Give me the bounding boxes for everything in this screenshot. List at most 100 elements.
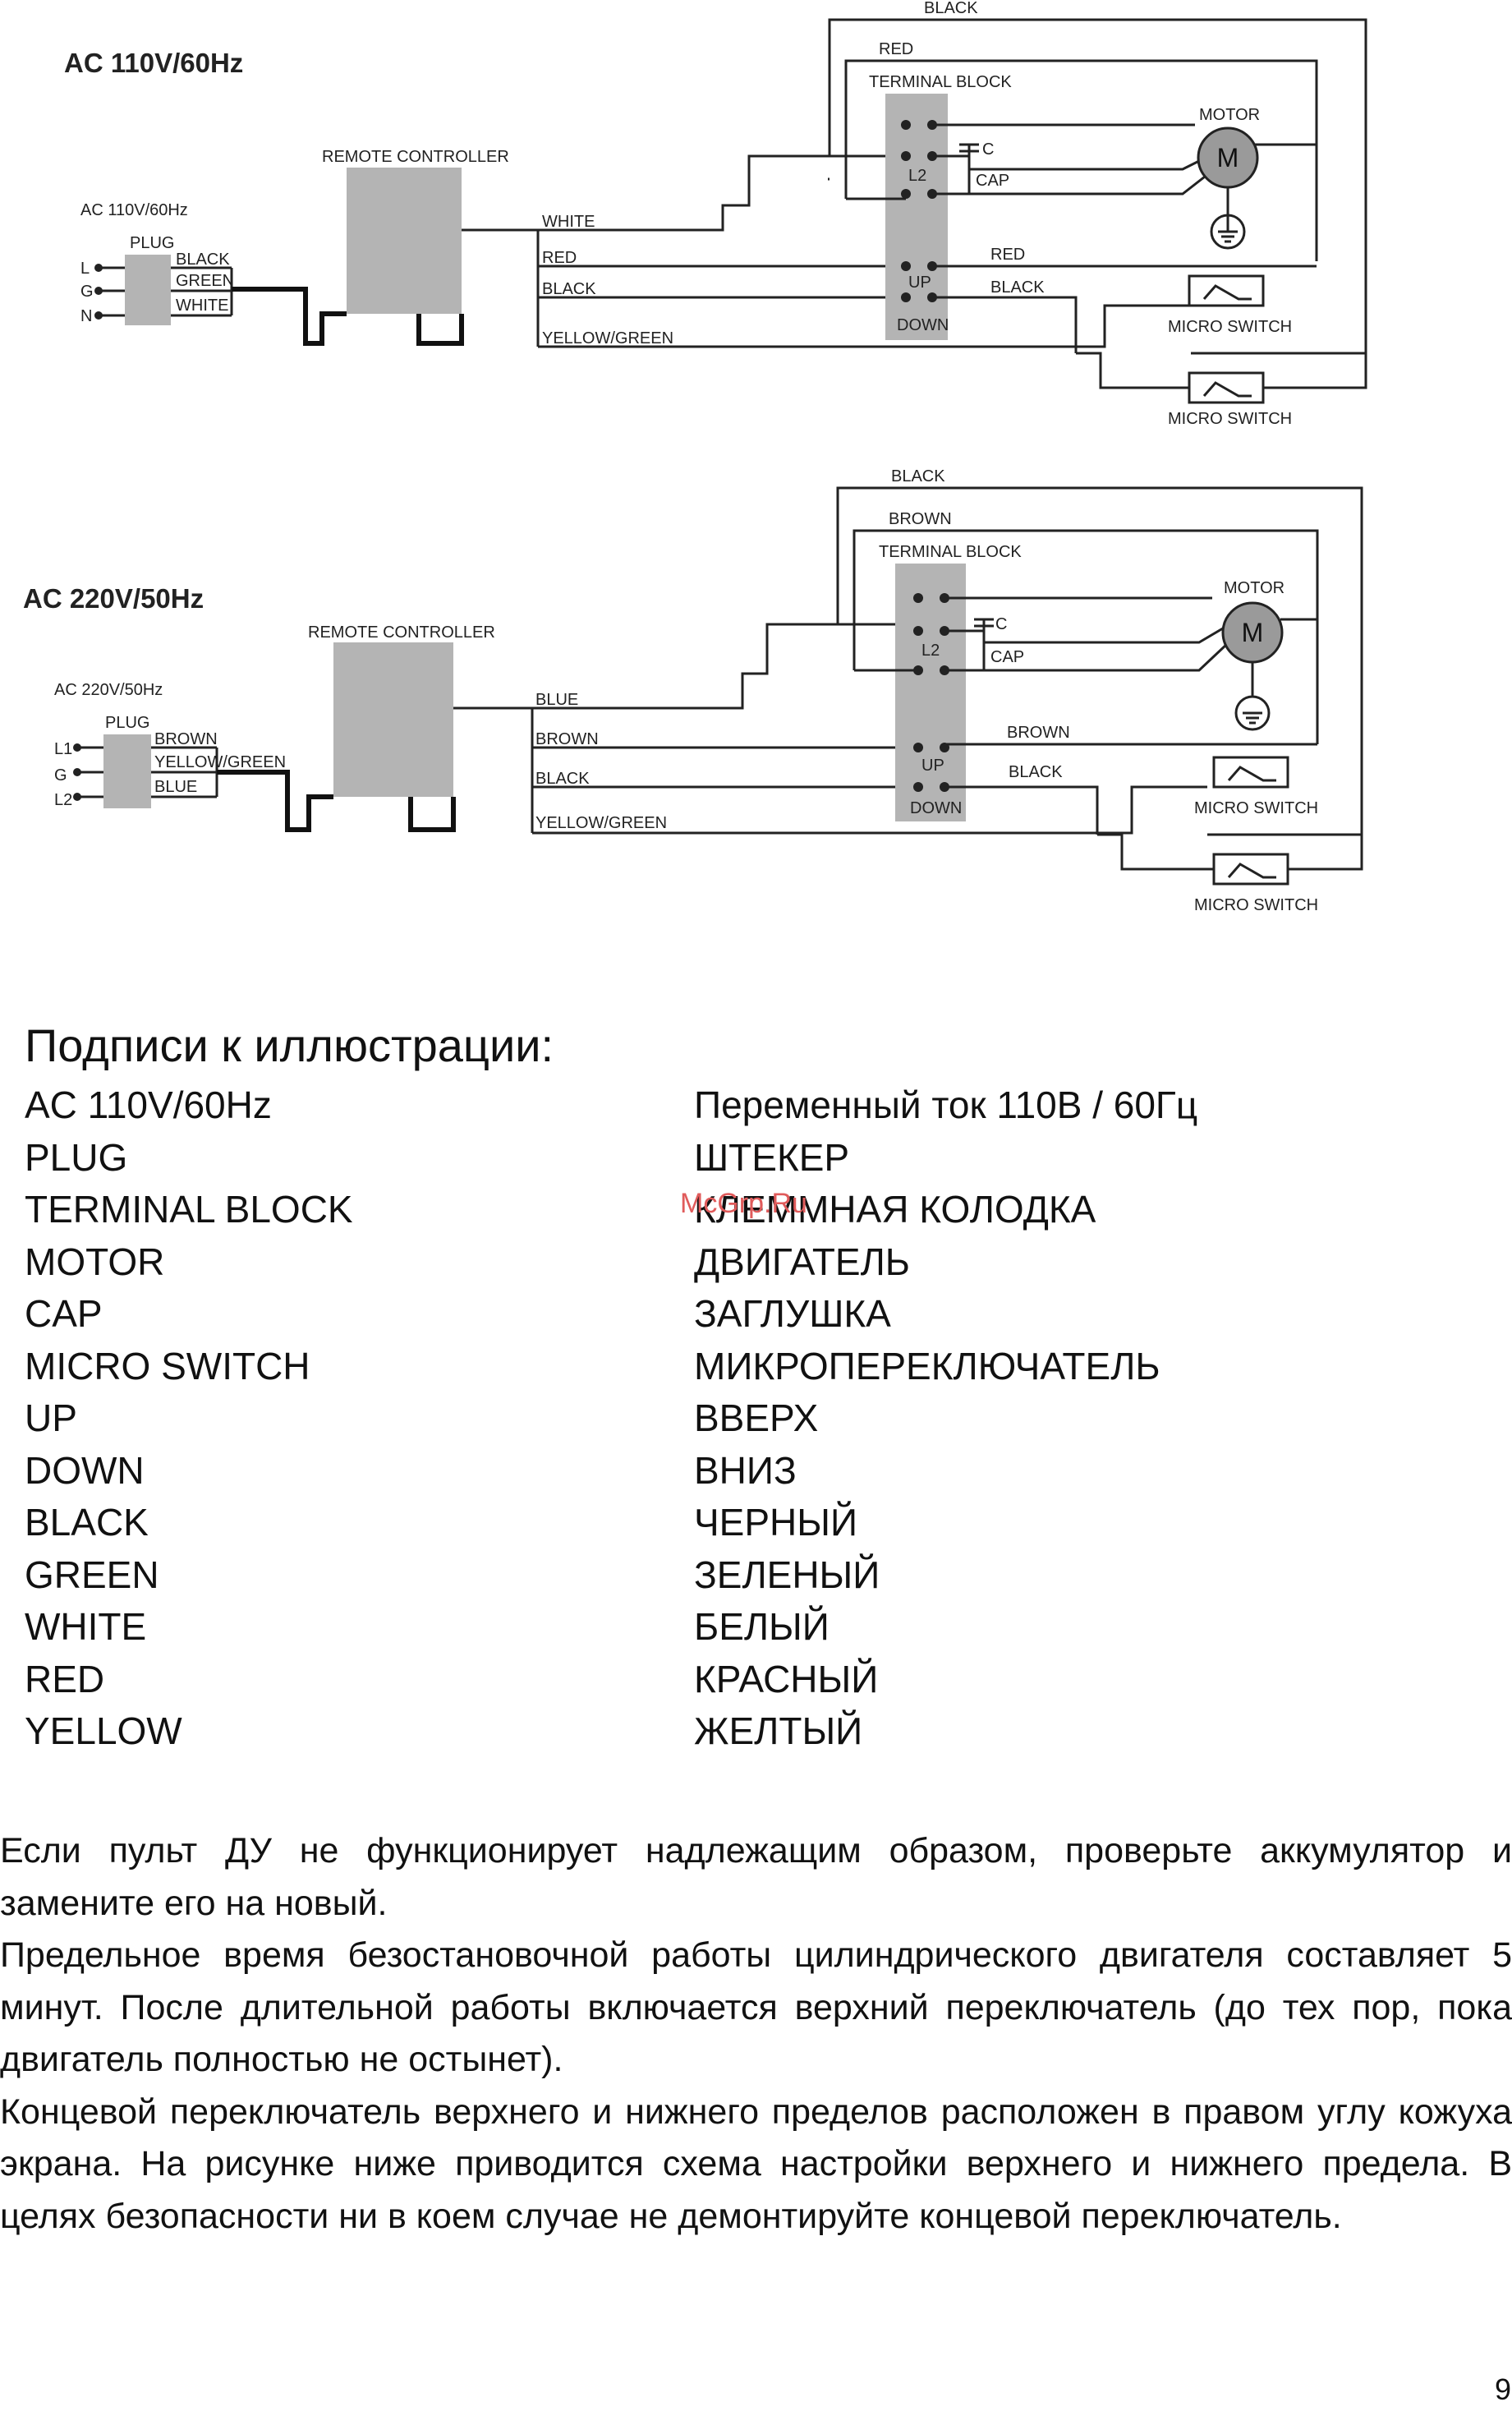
paragraph: Предельное время безостановочной работы … <box>0 1935 1512 2079</box>
legend-row: DOWN ВНИЗ <box>25 1448 1487 1501</box>
legend-en: YELLOW <box>25 1709 182 1752</box>
legend-row: MICRO SWITCH МИКРОПЕРЕКЛЮЧАТЕЛЬ <box>25 1344 1487 1396</box>
diagram-title: AC 110V/60Hz <box>64 48 243 78</box>
plug-caption: AC 220V/50Hz <box>54 681 163 699</box>
pin-label: G <box>80 283 94 301</box>
pin-label: L2 <box>54 791 72 809</box>
right-wire-label: BLACK <box>1009 763 1063 781</box>
l2-label: L2 <box>908 167 926 185</box>
terminal-block <box>885 94 948 340</box>
legend-en: TERMINAL BLOCK <box>25 1188 353 1231</box>
page-number: 9 <box>1495 2372 1512 2406</box>
legend-ru: ДВИГАТЕЛЬ <box>694 1240 910 1283</box>
micro-switch-label: MICRO SWITCH <box>1194 896 1318 914</box>
legend-ru: ЗЕЛЕНЫЙ <box>694 1553 880 1596</box>
rc-wire-label: RED <box>542 249 577 267</box>
rc-wire-label: BLACK <box>535 770 590 788</box>
l2-label: L2 <box>921 642 940 660</box>
legend-ru: МИКРОПЕРЕКЛЮЧАТЕЛЬ <box>694 1344 1160 1387</box>
instructions-text: Если пульт ДУ не функционирует надлежащи… <box>0 1825 1512 2243</box>
rc-wire-label: YELLOW/GREEN <box>542 329 673 347</box>
pin-label: N <box>80 307 92 325</box>
plug-wire-label: BLACK <box>176 251 230 269</box>
legend-en: MOTOR <box>25 1240 165 1283</box>
right-wire-label: RED <box>990 246 1025 264</box>
micro-switch-1 <box>1212 756 1289 789</box>
legend-en: WHITE <box>25 1605 147 1648</box>
pin-label: L1 <box>54 740 72 758</box>
plug-caption: AC 110V/60Hz <box>80 201 188 219</box>
legend-en: DOWN <box>25 1448 145 1492</box>
legend-row: WHITE БЕЛЫЙ <box>25 1604 1487 1657</box>
diagram-title: AC 220V/50Hz <box>23 583 204 614</box>
terminal-block <box>895 564 966 821</box>
plug-wire-label: GREEN <box>176 272 234 290</box>
rc-wire-label: WHITE <box>542 213 595 231</box>
legend-en: CAP <box>25 1292 103 1335</box>
motor-label: MOTOR <box>1224 579 1285 597</box>
terminal-block-label: TERMINAL BLOCK <box>869 73 1012 91</box>
legend-en: GREEN <box>25 1553 159 1596</box>
motor-m-label: M <box>1217 143 1239 173</box>
micro-switch-2 <box>1188 371 1265 404</box>
rc-wire-label: YELLOW/GREEN <box>535 814 667 832</box>
plug-wire-label: YELLOW/GREEN <box>154 753 286 771</box>
plug-wire-label: BLUE <box>154 778 197 796</box>
remote-controller-label: REMOTE CONTROLLER <box>322 148 509 166</box>
down-label: DOWN <box>897 316 949 334</box>
legend-en: UP <box>25 1396 77 1439</box>
legend-row: UP ВВЕРХ <box>25 1396 1487 1448</box>
legend-ru: БЕЛЫЙ <box>694 1605 830 1648</box>
right-wire-label: BROWN <box>1007 724 1070 742</box>
legend-row: GREEN ЗЕЛЕНЫЙ <box>25 1553 1487 1605</box>
plug-box <box>103 734 151 808</box>
legend-row: MOTOR ДВИГАТЕЛЬ <box>25 1240 1487 1292</box>
legend-en: AC 110V/60Hz <box>25 1084 272 1126</box>
down-label: DOWN <box>910 799 962 817</box>
legend-ru: ШТЕКЕР <box>694 1135 850 1179</box>
motor-label: MOTOR <box>1199 106 1260 124</box>
cap-label: CAP <box>976 172 1009 190</box>
terminal-block-label: TERMINAL BLOCK <box>879 543 1022 561</box>
legend-en: MICRO SWITCH <box>25 1344 310 1387</box>
legend-title: Подписи к иллюстрации: <box>25 1019 554 1071</box>
legend-row: AC 110V/60Hz Переменный ток 110В / 60Гц <box>25 1083 1487 1135</box>
micro-switch-1 <box>1188 274 1265 307</box>
legend-table: AC 110V/60Hz Переменный ток 110В / 60Гц P… <box>25 1083 1487 1761</box>
plug-label: PLUG <box>130 234 174 252</box>
watermark: McGrp.Ru <box>680 1188 807 1219</box>
top-wire-label: BLACK <box>891 467 945 485</box>
legend-row: BLACK ЧЕРНЫЙ <box>25 1500 1487 1553</box>
top-wire-label: BROWN <box>889 510 952 528</box>
legend-ru: ВВЕРХ <box>694 1396 819 1439</box>
legend-ru: ЗАГЛУШКА <box>694 1292 891 1335</box>
right-wire-label: BLACK <box>990 278 1045 297</box>
legend-row: PLUG ШТЕКЕР <box>25 1135 1487 1188</box>
pin-label: G <box>54 766 67 784</box>
legend-ru: ВНИЗ <box>694 1448 797 1492</box>
legend-en: RED <box>25 1657 105 1700</box>
top-wire-label: BLACK <box>924 0 978 17</box>
micro-switch-label: MICRO SWITCH <box>1194 799 1318 817</box>
legend-row: CAP ЗАГЛУШКА <box>25 1291 1487 1344</box>
plug-wire-label: WHITE <box>176 297 228 315</box>
legend-ru: ЧЕРНЫЙ <box>694 1501 858 1544</box>
rc-wire-label: BLACK <box>542 280 596 298</box>
micro-switch-label: MICRO SWITCH <box>1168 410 1292 428</box>
legend-en: BLACK <box>25 1501 149 1544</box>
remote-controller-label: REMOTE CONTROLLER <box>308 623 495 642</box>
c-label: C <box>982 140 994 159</box>
cap-label: CAP <box>990 648 1024 666</box>
rc-wire-label: BLUE <box>535 691 578 709</box>
plug-label: PLUG <box>105 714 149 732</box>
wiring-diagrams: AC 110V/60Hz AC 110V/60Hz PLUG L G N BLA… <box>23 0 1367 914</box>
legend-en: PLUG <box>25 1135 128 1179</box>
paragraph: Концевой переключатель верхнего и нижнег… <box>0 2091 1512 2236</box>
legend-ru: Переменный ток 110В / 60Гц <box>694 1084 1198 1126</box>
plug-wire-label: BROWN <box>154 730 218 748</box>
micro-switch-label: MICRO SWITCH <box>1168 318 1292 336</box>
remote-controller-box <box>333 642 453 797</box>
rc-wire-label: BROWN <box>535 730 599 748</box>
